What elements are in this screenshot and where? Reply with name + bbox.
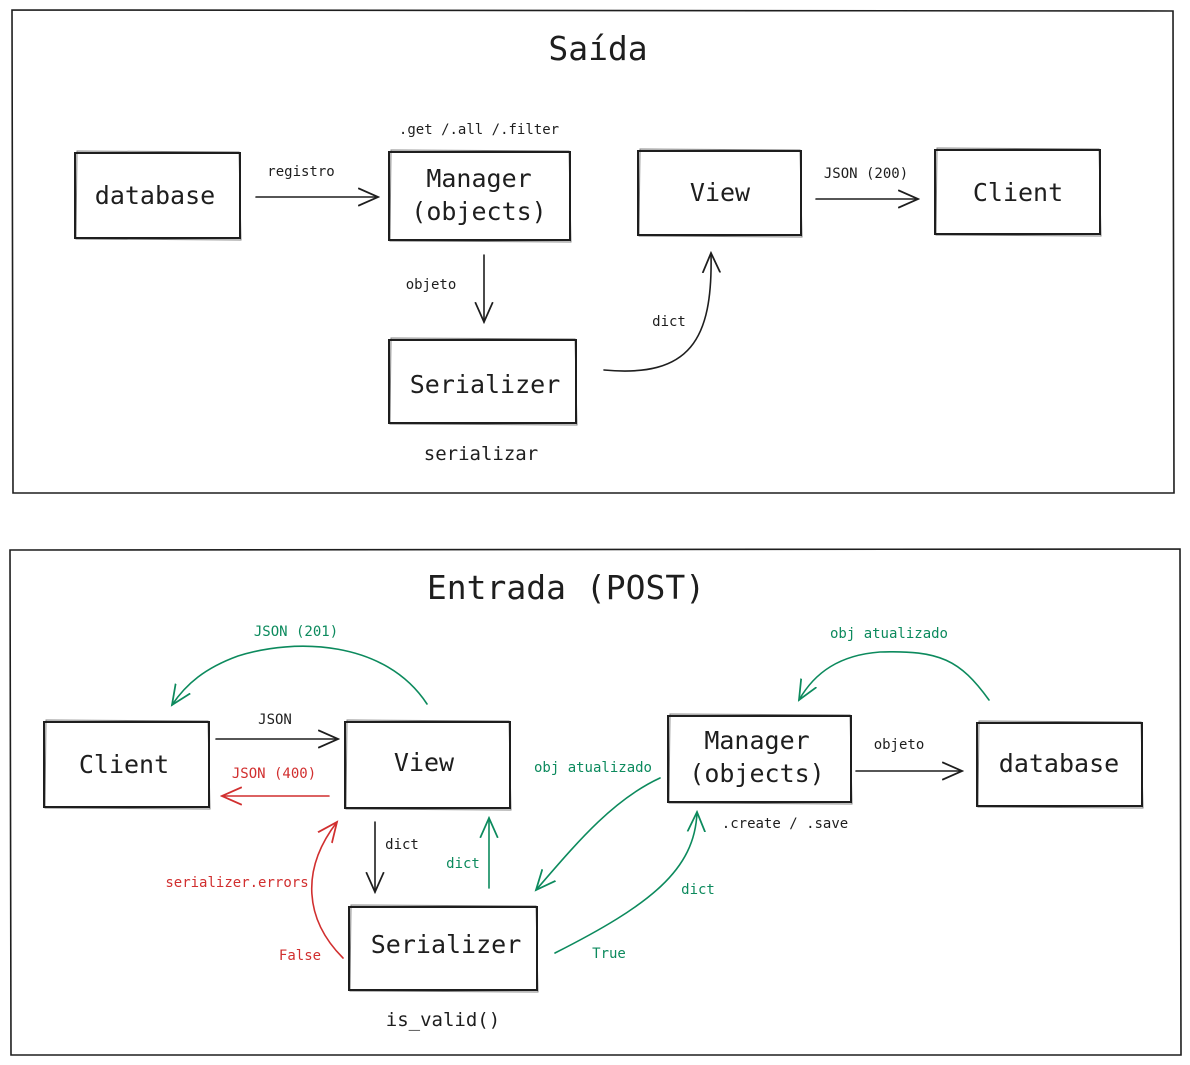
saida-manager-label-line1: Manager [426, 164, 531, 193]
entrada-false-label: False [279, 948, 321, 964]
entrada-dict-right-label: dict [681, 882, 715, 898]
entrada-client-label: Client [79, 750, 169, 779]
entrada-json-201-label: JSON (201) [254, 624, 338, 640]
entrada-database-box: database [976, 720, 1144, 809]
entrada-arrow-obj-atualizado-top [799, 650, 990, 700]
saida-database-box: database [74, 150, 242, 241]
entrada-view-box: View [344, 719, 512, 811]
entrada-json-label: JSON [258, 712, 292, 728]
saida-panel: Saída database Manager (objects) .get /.… [11, 9, 1175, 494]
entrada-dict-down-label: dict [385, 837, 419, 853]
entrada-serializer-errors-label: serializer.errors [165, 875, 308, 891]
saida-database-label: database [95, 181, 215, 210]
saida-manager-methods: .get /.all /.filter [399, 122, 559, 138]
entrada-title: Entrada (POST) [427, 568, 705, 607]
saida-dict-label: dict [652, 314, 686, 330]
entrada-serializer-box: Serializer [348, 904, 539, 993]
entrada-json-400-label: JSON (400) [232, 766, 316, 782]
entrada-manager-box: Manager (objects) [667, 713, 853, 805]
entrada-objeto-label: objeto [874, 737, 925, 753]
saida-view-box: View [637, 148, 803, 238]
entrada-database-label: database [999, 749, 1119, 778]
entrada-is-valid-label: is_valid() [386, 1009, 500, 1031]
saida-serializer-box: Serializer [388, 337, 578, 426]
saida-view-label: View [690, 178, 751, 207]
saida-client-box: Client [934, 147, 1102, 237]
saida-serializar-label: serializar [424, 443, 538, 465]
saida-frame [11, 9, 1175, 494]
saida-manager-box: Manager (objects) [388, 149, 572, 243]
entrada-serializer-label: Serializer [371, 930, 522, 959]
saida-json-200-label: JSON (200) [824, 166, 908, 182]
entrada-obj-atualizado-mid-label: obj atualizado [534, 760, 652, 776]
saida-manager-label-line2: (objects) [411, 197, 546, 226]
entrada-arrow-obj-atualizado-mid [536, 777, 661, 890]
saida-arrow-dict [603, 253, 711, 372]
saida-serializer-label: Serializer [410, 370, 561, 399]
entrada-arrow-false [310, 822, 344, 959]
entrada-dict-up-label: dict [446, 856, 480, 872]
entrada-create-save-label: .create / .save [722, 816, 848, 832]
entrada-true-label: True [592, 946, 626, 962]
entrada-obj-atualizado-top-label: obj atualizado [830, 626, 948, 642]
saida-objeto-label: objeto [406, 277, 457, 293]
saida-client-label: Client [973, 178, 1063, 207]
entrada-panel: Entrada (POST) Client View Manager (obje… [9, 548, 1182, 1056]
entrada-manager-label-line2: (objects) [689, 759, 824, 788]
entrada-client-box: Client [43, 719, 211, 810]
saida-registro-label: registro [267, 164, 334, 180]
entrada-manager-label-line1: Manager [704, 726, 809, 755]
entrada-arrow-json-201 [172, 645, 428, 705]
saida-title: Saída [548, 29, 647, 68]
entrada-view-label: View [394, 748, 455, 777]
entrada-arrow-true-dict [554, 812, 697, 954]
entrada-frame [9, 548, 1182, 1056]
